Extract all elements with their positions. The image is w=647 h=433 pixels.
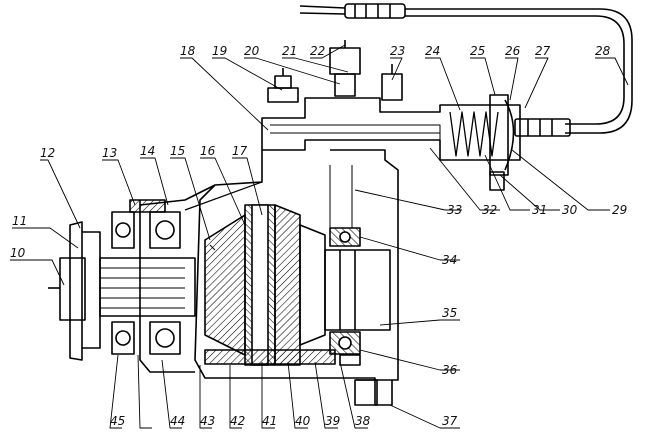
callout-labels: 10 11 12 13 14 15 16 17 18 19 20 21 22 2… [10,44,627,428]
cable-end-fitting [514,118,571,137]
callout-15: 15 [170,144,185,158]
callout-37: 37 [442,414,458,428]
callout-33: 33 [447,203,462,217]
callout-12: 12 [40,146,55,160]
leader-lines [10,44,629,429]
callout-22: 22 [310,44,325,58]
callout-23: 23 [390,44,405,58]
callout-11: 11 [12,214,27,228]
callout-21: 21 [282,44,297,58]
callout-32: 32 [482,203,497,217]
output-shaft [324,165,391,366]
callout-29: 29 [612,203,627,217]
input-bearings [111,199,181,355]
callout-36: 36 [442,363,458,377]
callout-38: 38 [355,414,371,428]
callout-41: 41 [262,414,277,428]
callout-28: 28 [595,44,611,58]
callout-10: 10 [10,246,26,260]
callout-39: 39 [325,414,340,428]
callout-35: 35 [442,306,457,320]
callout-31: 31 [532,203,547,217]
callout-30: 30 [562,203,578,217]
callout-45: 45 [110,414,125,428]
callout-43: 43 [200,414,215,428]
callout-42: 42 [230,414,245,428]
callout-13: 13 [102,146,117,160]
flexible-cable-hose [299,3,633,134]
bevel-gears [204,204,336,366]
top-bolts [267,40,403,103]
callout-20: 20 [244,44,260,58]
callout-18: 18 [180,44,196,58]
callout-26: 26 [505,44,521,58]
callout-25: 25 [470,44,485,58]
callout-17: 17 [232,144,248,158]
callout-27: 27 [535,44,551,58]
control-shaft-housing [261,94,521,191]
callout-14: 14 [140,144,155,158]
callout-16: 16 [200,144,216,158]
callout-40: 40 [295,414,311,428]
callout-24: 24 [425,44,440,58]
callout-19: 19 [212,44,227,58]
input-flange [48,221,196,361]
callout-34: 34 [442,253,457,267]
callout-44: 44 [170,414,185,428]
